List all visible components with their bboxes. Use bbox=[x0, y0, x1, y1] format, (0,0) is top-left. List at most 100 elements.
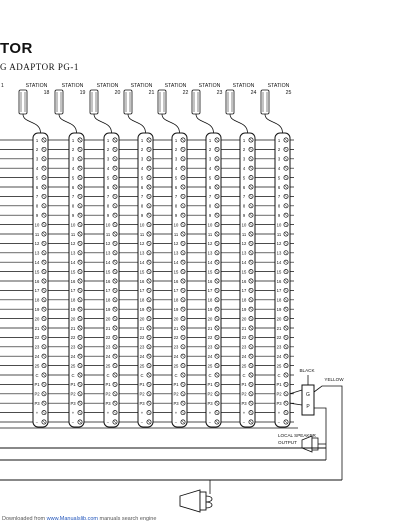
terminal-label: 20 bbox=[174, 316, 179, 321]
terminal-label: 3 bbox=[72, 157, 75, 162]
terminal-screw-slot bbox=[78, 317, 82, 321]
terminal-label: 7 bbox=[243, 194, 246, 199]
terminal-label: 13 bbox=[106, 251, 111, 256]
terminal-screw-slot bbox=[215, 166, 219, 170]
terminal-screw-slot bbox=[78, 335, 82, 339]
terminal-screw-slot bbox=[181, 317, 185, 321]
terminal-label: 8 bbox=[243, 204, 246, 209]
terminal-screw-slot bbox=[147, 166, 151, 170]
pg-box bbox=[301, 384, 315, 416]
terminal-screw-slot bbox=[42, 298, 46, 302]
terminal-label: 17 bbox=[277, 288, 282, 293]
terminal-screw-slot bbox=[181, 335, 185, 339]
terminal-screw-slot bbox=[249, 326, 253, 330]
terminal-label: 14 bbox=[242, 260, 247, 265]
terminal-label: C bbox=[277, 373, 280, 378]
terminal-screw-slot bbox=[147, 345, 151, 349]
terminal-label: P2 bbox=[139, 392, 145, 397]
terminal-label: 23 bbox=[242, 345, 247, 350]
terminal-label: 15 bbox=[140, 269, 145, 274]
station-cord bbox=[229, 113, 248, 134]
terminal-label: 14 bbox=[106, 260, 111, 265]
station-number: 19 bbox=[80, 90, 86, 96]
terminal-label: P3 bbox=[241, 401, 247, 406]
station-cord bbox=[93, 113, 112, 134]
terminal-label: + bbox=[175, 410, 178, 415]
footer-site-link[interactable]: www.Manualslib.com bbox=[46, 516, 98, 522]
terminal-label: 2 bbox=[175, 147, 178, 152]
terminal-label: 12 bbox=[174, 241, 179, 246]
terminal-screw-slot bbox=[181, 411, 185, 415]
terminal-label: 12 bbox=[35, 241, 40, 246]
terminal-screw-slot bbox=[284, 241, 288, 245]
terminal-label: 17 bbox=[208, 288, 213, 293]
terminal-screw-slot bbox=[113, 166, 117, 170]
station-label: STATION bbox=[165, 83, 187, 89]
terminal-screw-slot bbox=[215, 176, 219, 180]
terminal-screw-slot bbox=[284, 364, 288, 368]
terminal-label: + bbox=[36, 410, 39, 415]
terminal-label: 13 bbox=[208, 251, 213, 256]
terminal-label: 6 bbox=[243, 185, 246, 190]
terminal-screw-slot bbox=[113, 345, 117, 349]
terminal-screw-slot bbox=[42, 288, 46, 292]
station-cord bbox=[127, 113, 146, 134]
terminal-screw-slot bbox=[113, 279, 117, 283]
terminal-label: 19 bbox=[208, 307, 213, 312]
station-label: STATION bbox=[97, 83, 119, 89]
terminal-screw-slot bbox=[181, 157, 185, 161]
terminal-screw-slot bbox=[181, 176, 185, 180]
terminal-screw-slot bbox=[215, 392, 219, 396]
terminal-label: 24 bbox=[242, 354, 247, 359]
terminal-screw-slot bbox=[215, 194, 219, 198]
terminal-screw-slot bbox=[249, 382, 253, 386]
terminal-screw-slot bbox=[181, 307, 185, 311]
terminal-label: + bbox=[72, 410, 75, 415]
terminal-screw-slot bbox=[215, 382, 219, 386]
local-speaker-label: LOCAL SPEAKER bbox=[278, 433, 317, 438]
terminal-label: 21 bbox=[208, 326, 213, 331]
terminal-screw-slot bbox=[113, 223, 117, 227]
terminal-screw-slot bbox=[42, 335, 46, 339]
terminal-screw-slot bbox=[249, 223, 253, 227]
terminal-label: − bbox=[209, 420, 212, 425]
terminal-screw-slot bbox=[113, 364, 117, 368]
terminal-label: 13 bbox=[71, 251, 76, 256]
terminal-label: 2 bbox=[36, 147, 39, 152]
terminal-label: 17 bbox=[106, 288, 111, 293]
terminal-screw-slot bbox=[249, 364, 253, 368]
terminal-label: 3 bbox=[243, 157, 246, 162]
handset-icon bbox=[260, 89, 270, 115]
pg-box-label: P bbox=[306, 404, 310, 410]
terminal-label: 18 bbox=[242, 298, 247, 303]
terminal-label: − bbox=[36, 420, 39, 425]
terminal-screw-slot bbox=[78, 288, 82, 292]
terminal-screw-slot bbox=[215, 326, 219, 330]
terminal-screw-slot bbox=[42, 213, 46, 217]
terminal-label: 13 bbox=[35, 251, 40, 256]
terminal-label: P1 bbox=[34, 382, 40, 387]
terminal-label: P2 bbox=[276, 392, 282, 397]
terminal-screw-slot bbox=[42, 279, 46, 283]
terminal-screw-slot bbox=[42, 270, 46, 274]
terminal-label: 11 bbox=[35, 232, 40, 237]
station-number: 22 bbox=[183, 90, 189, 96]
pg-box-label: G bbox=[306, 392, 310, 398]
terminal-label: 4 bbox=[107, 166, 110, 171]
speaker-icon bbox=[179, 489, 201, 513]
terminal-label: C bbox=[174, 373, 177, 378]
terminal-label: 22 bbox=[71, 335, 76, 340]
terminal-label: 8 bbox=[278, 204, 281, 209]
terminal-screw-slot bbox=[284, 307, 288, 311]
handset-icon bbox=[54, 89, 64, 115]
terminal-label: 23 bbox=[174, 345, 179, 350]
terminal-screw-slot bbox=[215, 411, 219, 415]
terminal-label: P2 bbox=[105, 392, 111, 397]
terminal-screw-slot bbox=[181, 401, 185, 405]
terminal-screw-slot bbox=[249, 307, 253, 311]
terminal-screw-slot bbox=[42, 307, 46, 311]
terminal-screw-slot bbox=[215, 345, 219, 349]
terminal-label: 5 bbox=[107, 175, 110, 180]
terminal-screw-slot bbox=[181, 326, 185, 330]
station-label: STATION bbox=[131, 83, 153, 89]
